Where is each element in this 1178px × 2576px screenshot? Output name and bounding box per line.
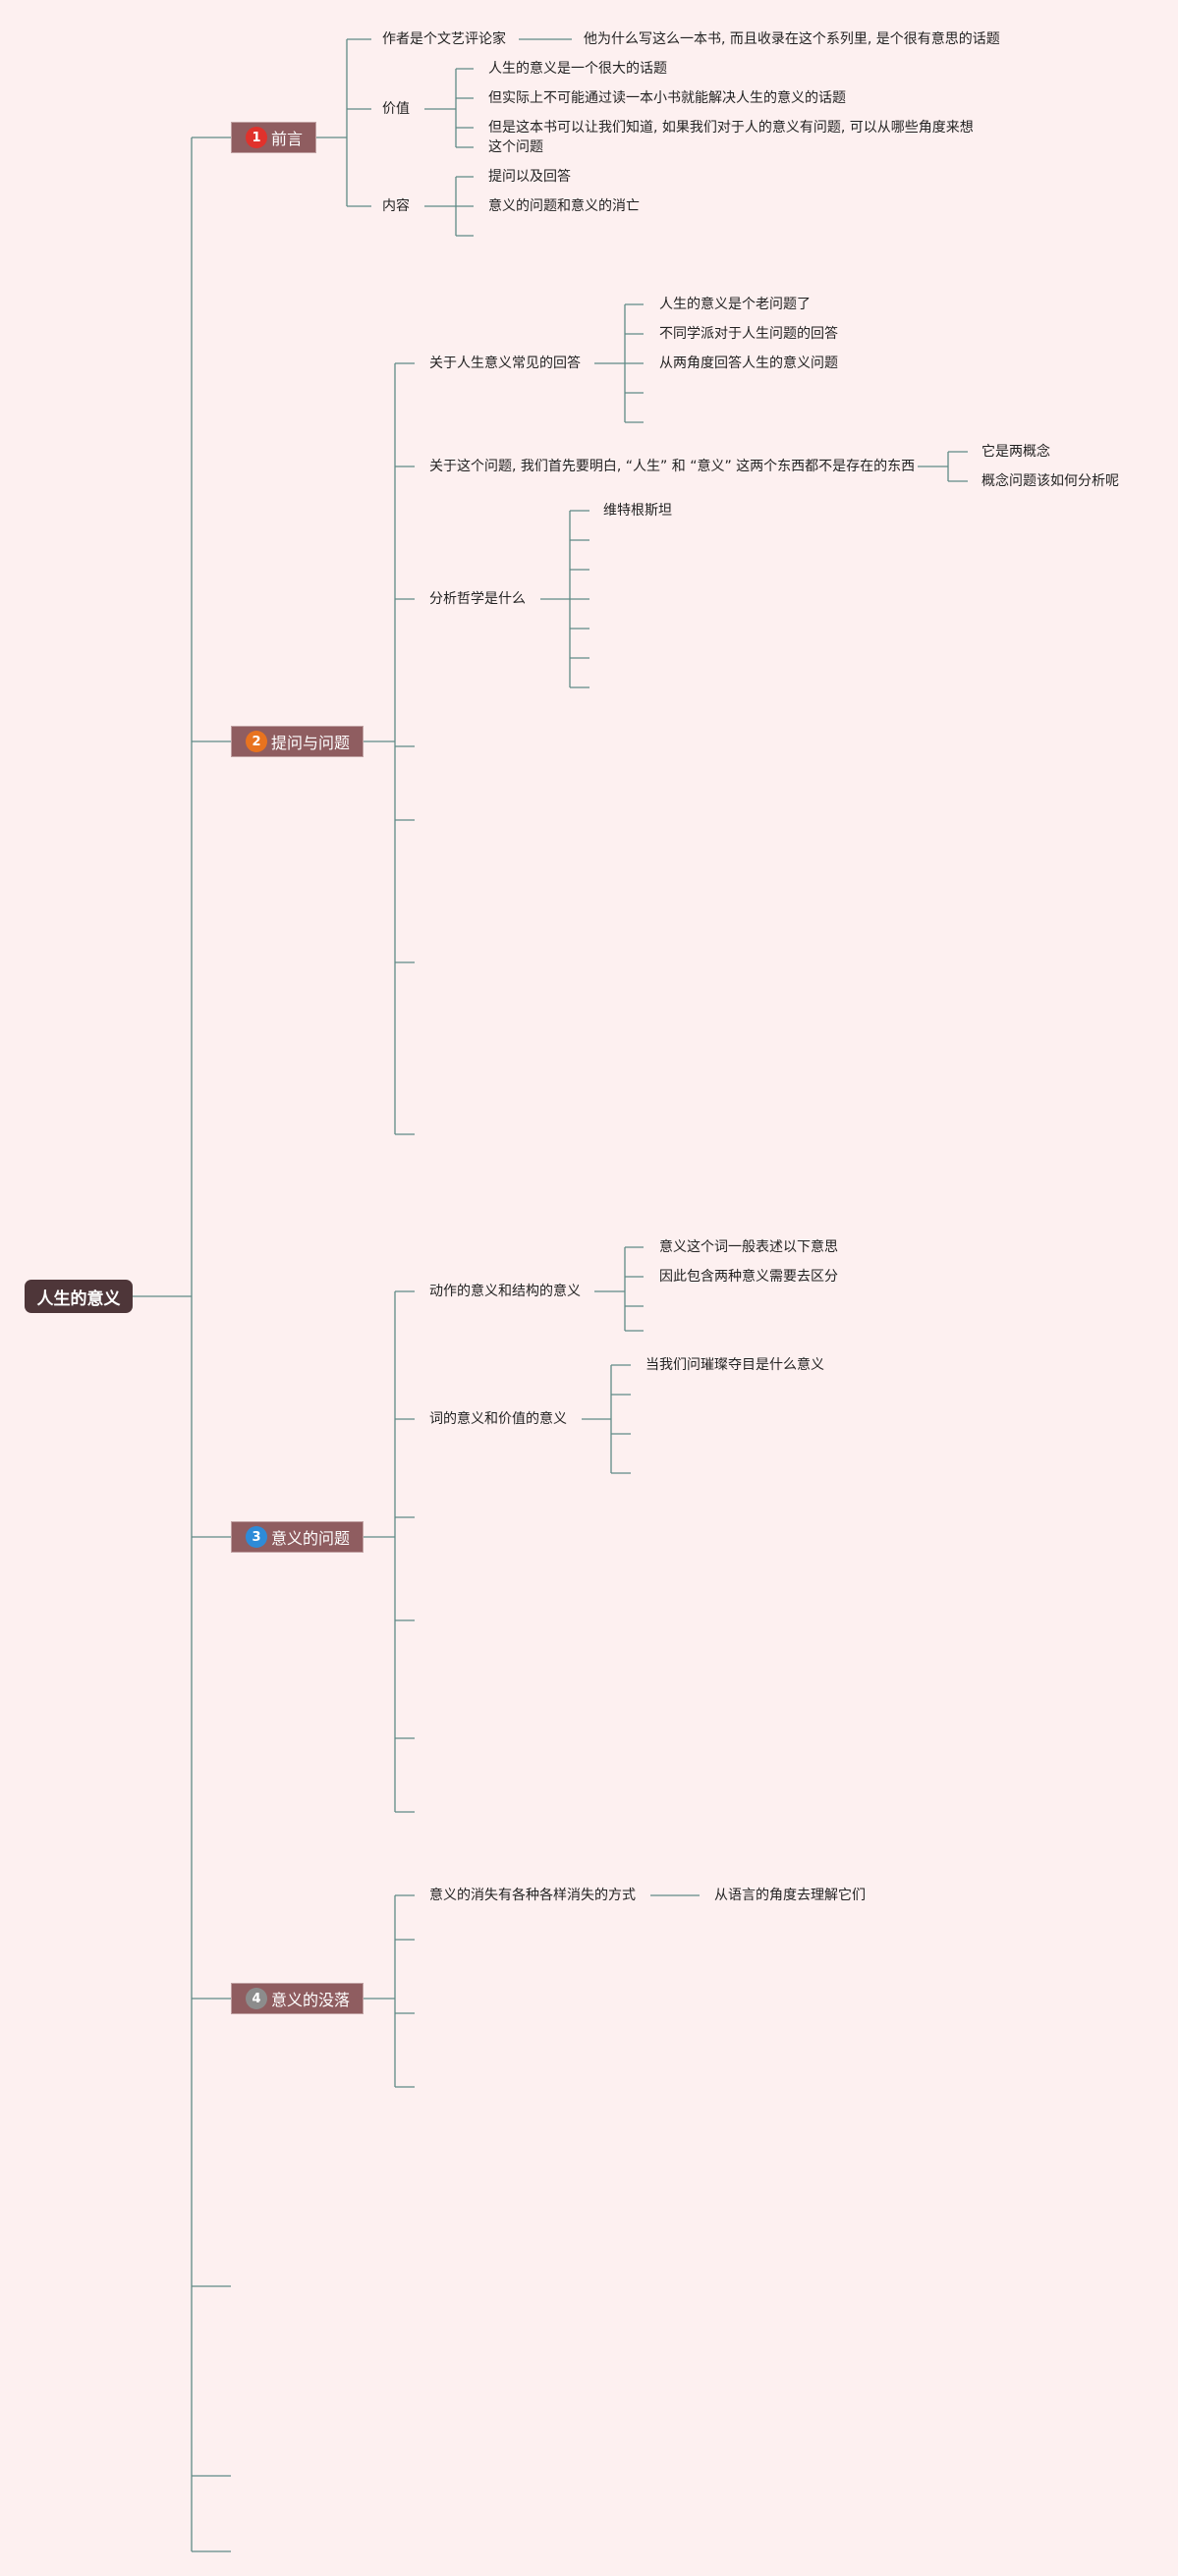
node-common-item[interactable]: 不同学派对于人生问题的回答 <box>659 326 838 342</box>
node-value-item[interactable]: 但实际上不可能通过读一本小书就能解决人生的意义的话题 <box>488 90 846 106</box>
node-word-item[interactable]: 当我们问璀璨夺目是什么意义 <box>645 1357 824 1373</box>
node-content[interactable]: 内容 <box>382 198 410 214</box>
node-clarify-item[interactable]: 它是两概念 <box>982 444 1050 460</box>
node-content-item[interactable]: 提问以及回答 <box>488 169 571 185</box>
section-node-preface[interactable]: 1 前言 <box>231 122 316 153</box>
root-node[interactable]: 人生的意义 <box>25 1280 133 1313</box>
node-vanish[interactable]: 意义的消失有各种各样消失的方式 <box>429 1888 636 1903</box>
section-node-meaning-decline[interactable]: 4 意义的没落 <box>231 1983 364 2014</box>
section-node-questions[interactable]: 2 提问与问题 <box>231 726 364 757</box>
node-author-note[interactable]: 他为什么写这么一本书, 而且收录在这个系列里, 是个很有意思的话题 <box>584 31 1000 47</box>
node-content-item[interactable]: 意义的问题和意义的消亡 <box>488 198 640 214</box>
node-common-item[interactable]: 从两角度回答人生的意义问题 <box>659 356 838 371</box>
node-vanish-note[interactable]: 从语言的角度去理解它们 <box>714 1888 866 1903</box>
number-badge-1: 1 <box>246 127 267 148</box>
node-clarify[interactable]: 关于这个问题, 我们首先要明白, “人生” 和 “意义” 这两个东西都不是存在的… <box>429 459 916 474</box>
section-label: 提问与问题 <box>271 734 351 752</box>
node-common-item[interactable]: 人生的意义是个老问题了 <box>659 297 811 312</box>
node-common-answers[interactable]: 关于人生意义常见的回答 <box>429 356 581 371</box>
node-word-meaning[interactable]: 词的意义和价值的意义 <box>429 1411 567 1427</box>
node-philosophy-item[interactable]: 维特根斯坦 <box>603 503 672 519</box>
node-value-item[interactable]: 人生的意义是一个很大的话题 <box>488 61 667 77</box>
node-clarify-item[interactable]: 概念问题该如何分析呢 <box>982 473 1119 489</box>
node-value-item[interactable]: 但是这本书可以让我们知道, 如果我们对于人的意义有问题, 可以从哪些角度来想 <box>488 120 974 136</box>
node-value[interactable]: 价值 <box>382 101 410 117</box>
node-action-meaning[interactable]: 动作的意义和结构的意义 <box>429 1284 581 1299</box>
node-action-item[interactable]: 因此包含两种意义需要去区分 <box>659 1269 838 1285</box>
node-value-item-cont: 这个问题 <box>488 139 543 155</box>
node-analytic-philosophy[interactable]: 分析哲学是什么 <box>429 591 526 607</box>
node-author[interactable]: 作者是个文艺评论家 <box>382 31 506 47</box>
section-label: 意义的问题 <box>271 1529 351 1548</box>
node-action-item[interactable]: 意义这个词一般表述以下意思 <box>659 1239 838 1255</box>
number-badge-4: 4 <box>246 1988 267 2009</box>
section-node-meaning-problem[interactable]: 3 意义的问题 <box>231 1521 364 1553</box>
section-label: 意义的没落 <box>271 1991 351 2009</box>
section-label: 前言 <box>271 130 304 148</box>
number-badge-3: 3 <box>246 1526 267 1548</box>
number-badge-2: 2 <box>246 731 267 752</box>
